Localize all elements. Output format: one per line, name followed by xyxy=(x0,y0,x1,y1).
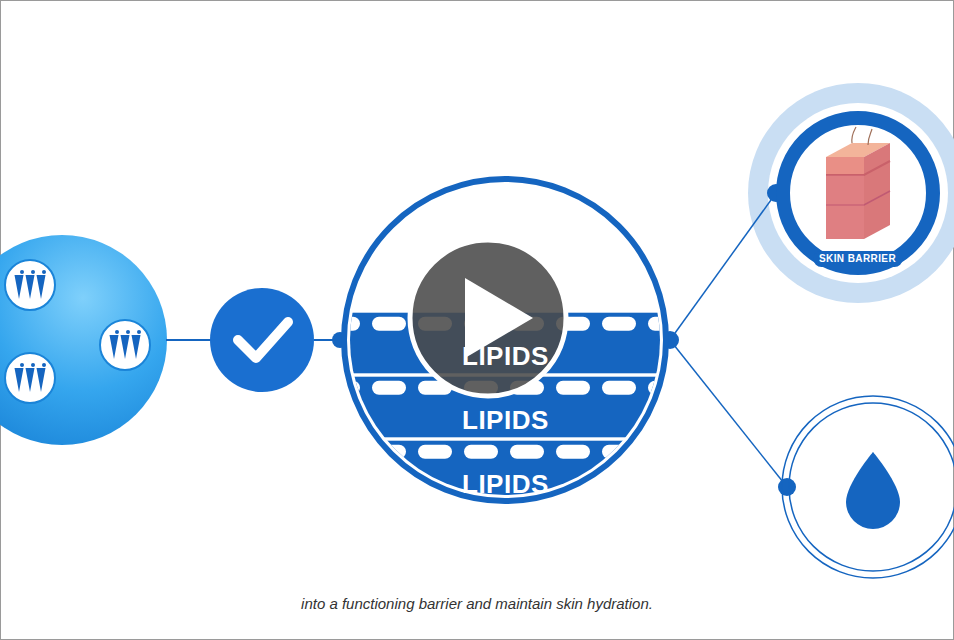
node-outline xyxy=(776,111,940,275)
link-line xyxy=(166,339,212,341)
layer-label: LIPIDS xyxy=(462,406,549,435)
check-mark xyxy=(238,322,288,358)
barrier-halo-inner xyxy=(768,103,948,283)
barrier-halo xyxy=(748,83,954,303)
caption-text: into a functioning barrier and maintain … xyxy=(0,595,954,612)
connector-line xyxy=(670,193,776,340)
layer-label: LIPIDS xyxy=(462,470,549,499)
ceramide-ball xyxy=(0,235,167,445)
joint-dot xyxy=(778,478,796,496)
check-circle xyxy=(210,288,314,392)
skin-barrier-circle: SKIN BARRIER xyxy=(776,111,940,275)
caption: into a functioning barrier and maintain … xyxy=(0,595,954,612)
hydration-ring xyxy=(782,396,954,578)
hydration-ring xyxy=(789,403,954,571)
layer-label: LIPIDS xyxy=(462,342,549,371)
play-button xyxy=(405,235,571,401)
link-line xyxy=(670,340,787,487)
circle-label: SKIN BARRIER xyxy=(819,253,896,265)
ceramide-icons xyxy=(5,260,150,403)
water-drop xyxy=(846,452,900,529)
